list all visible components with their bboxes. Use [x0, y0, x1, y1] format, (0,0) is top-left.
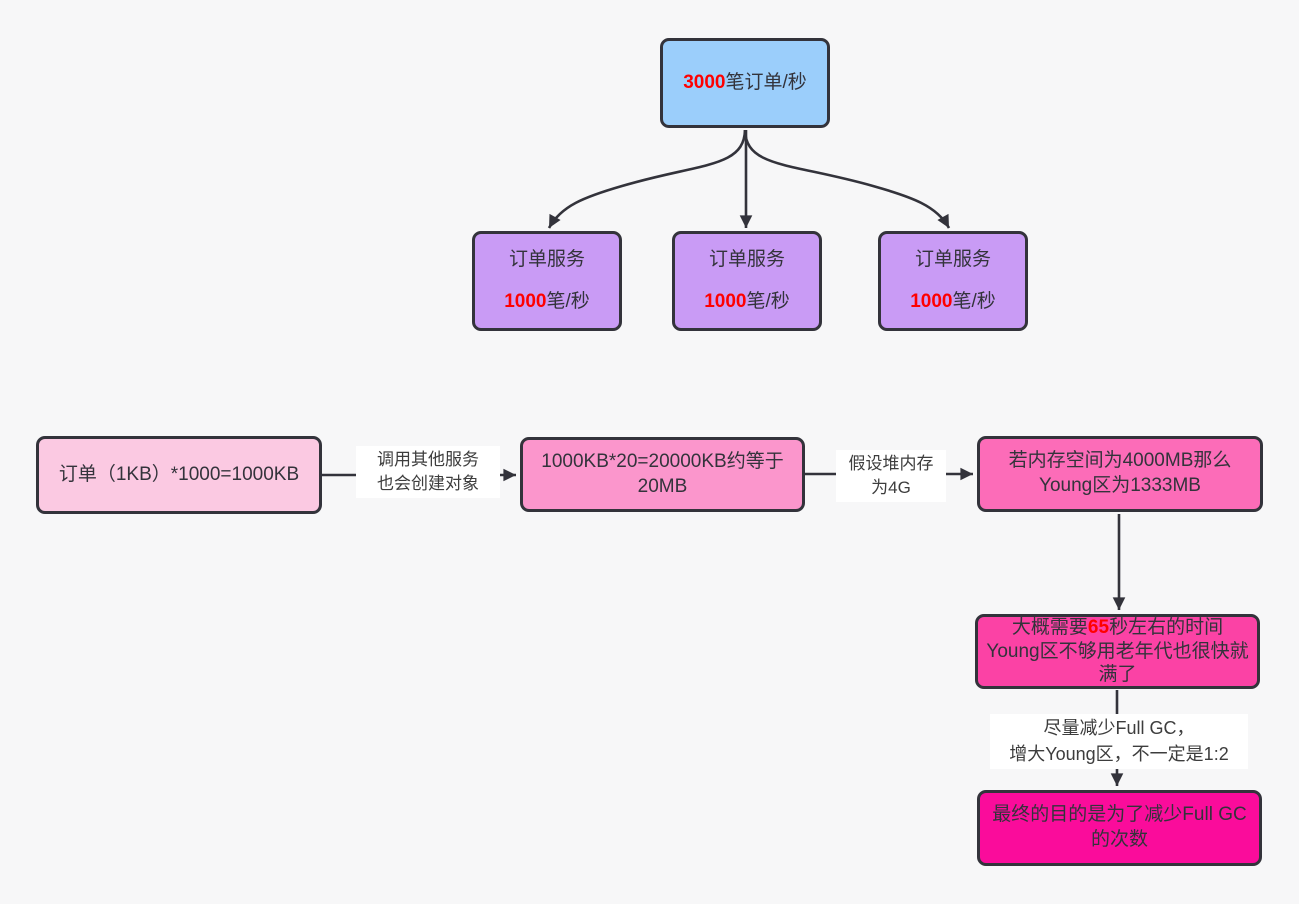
node-order-size-label: 订单（1KB）*1000=1000KB	[58, 463, 300, 485]
time-estimate-post: 秒左右的时间Young区不够用老年代也很快就满了	[986, 616, 1249, 686]
service-rate-count: 1000	[704, 290, 747, 312]
service-title: 订单服务	[508, 248, 585, 270]
service-rate-unit: 笔/秒	[746, 290, 790, 312]
edge-label-call-services: 调用其他服务 也会创建对象	[356, 446, 500, 499]
node-order-service-2: 订单服务 1000笔/秒	[672, 231, 822, 331]
edge-label-line: 为4G	[871, 478, 911, 498]
node-time-estimate: 大概需要65秒左右的时间Young区不够用老年代也很快就满了	[975, 614, 1260, 689]
edge-label-line: 增大Young区，不一定是1:2	[1009, 743, 1229, 764]
node-total-size-label: 1000KB*20=20000KB约等于20MB	[541, 450, 784, 497]
time-estimate-pre: 大概需要	[1011, 616, 1088, 638]
node-final-goal-label: 最终的目的是为了减少Full GC的次数	[992, 804, 1247, 850]
node-total-orders-label: 3000笔订单/秒	[683, 71, 807, 96]
edge-label-reduce-full-gc: 尽量减少Full GC， 增大Young区，不一定是1:2	[990, 714, 1248, 770]
node-total-orders: 3000笔订单/秒	[660, 38, 830, 128]
node-order-size: 订单（1KB）*1000=1000KB	[36, 436, 322, 514]
node-young-calc-label: 若内存空间为4000MB那么Young区为1333MB	[1008, 450, 1232, 496]
edge-label-line: 也会创建对象	[377, 474, 479, 494]
node-order-service-1: 订单服务 1000笔/秒	[472, 231, 622, 331]
edge-label-line: 调用其他服务	[377, 450, 479, 469]
service-rate-count: 1000	[504, 290, 547, 312]
service-title: 订单服务	[914, 248, 991, 270]
node-total-size: 1000KB*20=20000KB约等于20MB	[520, 437, 805, 512]
edge-label-line: 尽量减少Full GC，	[1043, 718, 1195, 738]
service-rate-count: 1000	[910, 290, 953, 312]
total-orders-count: 3000	[683, 71, 726, 93]
node-order-service-3: 订单服务 1000笔/秒	[878, 231, 1028, 331]
total-orders-unit: 笔订单/秒	[725, 71, 807, 93]
edge-label-line: 假设堆内存	[848, 454, 934, 473]
edge-label-heap-assumption: 假设堆内存 为4G	[836, 450, 946, 503]
service-rate: 1000笔/秒	[504, 290, 590, 315]
node-time-estimate-label: 大概需要65秒左右的时间Young区不够用老年代也很快就满了	[986, 616, 1249, 688]
edge-total-to-service-3	[743, 129, 951, 229]
node-young-calc: 若内存空间为4000MB那么Young区为1333MB	[977, 436, 1263, 512]
node-final-goal: 最终的目的是为了减少Full GC的次数	[977, 790, 1262, 866]
service-rate-unit: 笔/秒	[546, 290, 590, 312]
service-title: 订单服务	[708, 248, 785, 270]
service-rate: 1000笔/秒	[910, 290, 996, 315]
service-rate: 1000笔/秒	[704, 290, 790, 315]
service-rate-unit: 笔/秒	[952, 290, 996, 312]
edge-total-to-service-1	[547, 129, 747, 229]
time-estimate-seconds: 65	[1087, 616, 1110, 638]
